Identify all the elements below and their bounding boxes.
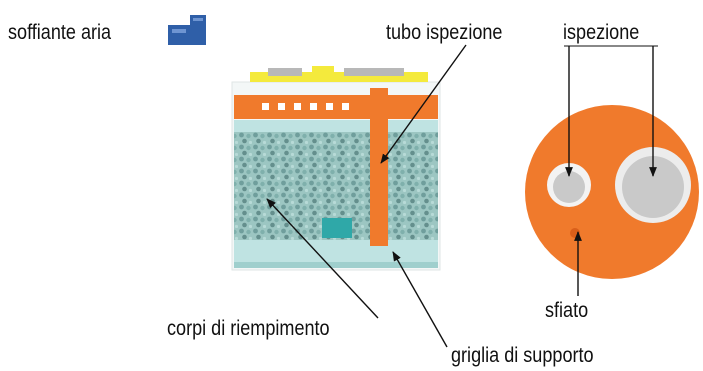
base-block [322,218,352,238]
label-filling-bodies: corpi di riempimento [167,317,330,340]
blower-icon [168,15,206,45]
label-support-grid: griglia di supporto [451,344,594,367]
label-inspection-tube: tubo ispezione [386,21,503,44]
inspection-tube [370,88,388,246]
label-vent: sfiato [545,299,589,322]
support-grid [234,240,438,264]
leader-lines [266,44,658,348]
top-view [525,105,699,279]
label-blower: soffiante aria [8,21,112,44]
filter-tank [231,66,441,271]
label-inspection: ispezione [563,21,640,44]
tank-lid [250,72,428,82]
